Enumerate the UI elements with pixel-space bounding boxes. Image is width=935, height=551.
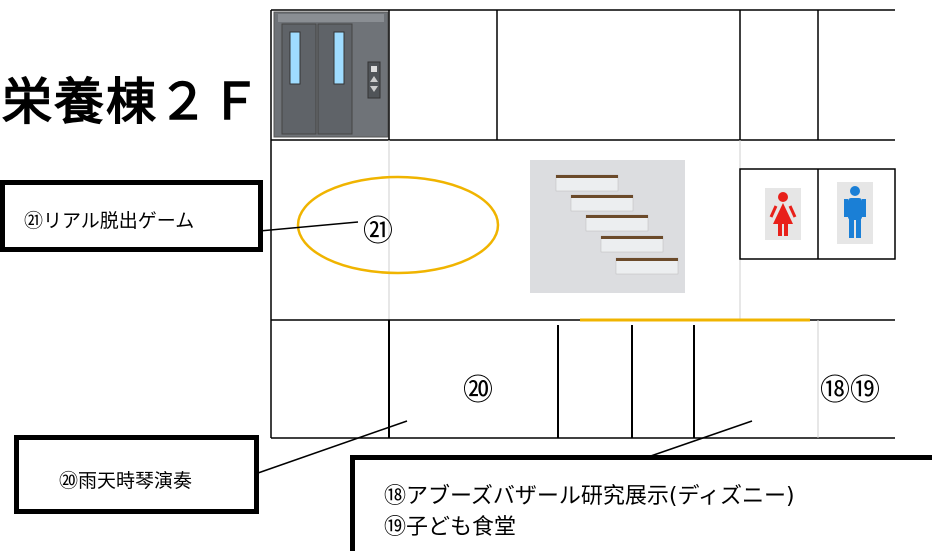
stairs-icon	[530, 160, 685, 293]
elevator-icon	[273, 11, 389, 138]
area-21-ellipse	[296, 175, 500, 275]
callout-21-label: ㉑リアル脱出ゲーム	[24, 210, 195, 232]
marker-21: ㉑	[363, 214, 393, 249]
callout-21: ㉑リアル脱出ゲーム	[0, 180, 263, 252]
leader-line-20	[257, 420, 408, 474]
marker-18-19: ⑱⑲	[820, 373, 880, 408]
callout-20: ⑳雨天時琴演奏	[14, 435, 259, 514]
floor-title: 栄養棟２Ｆ	[2, 73, 262, 131]
marker-20: ⑳	[463, 373, 493, 408]
callout-19-label: ⑲子ども食堂	[384, 515, 517, 540]
leader-line-18-19	[644, 420, 753, 459]
callout-18-19: ⑱アブーズバザール研究展示(ディズニー) ⑲子ども食堂	[350, 455, 932, 551]
male-restroom-icon	[837, 182, 873, 244]
female-restroom-icon	[765, 188, 801, 240]
callout-18-label: ⑱アブーズバザール研究展示(ディズニー)	[384, 484, 795, 509]
callout-20-label: ⑳雨天時琴演奏	[59, 470, 193, 492]
